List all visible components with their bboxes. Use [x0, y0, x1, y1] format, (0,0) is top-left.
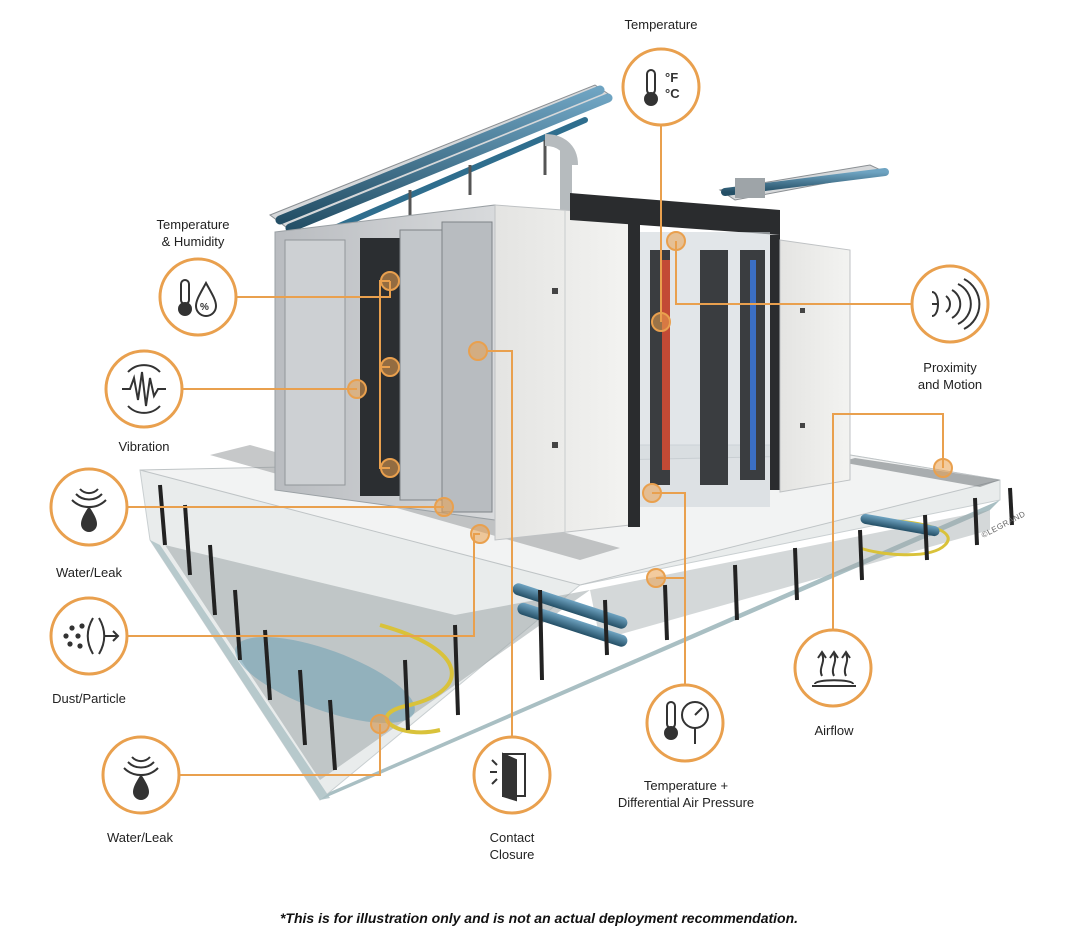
water-drop-icon [71, 488, 107, 532]
label-line: Differential Air Pressure [617, 795, 755, 810]
label-line: & Humidity [161, 234, 225, 249]
svg-text:%: % [200, 302, 209, 313]
overhead-cable-tray [268, 84, 889, 233]
vibration-icon [122, 364, 166, 414]
thermometer-fahrenheit-celsius-icon: °F °C [644, 69, 680, 106]
dust-particle-icon [63, 617, 120, 655]
label-temperature-humidity: Temperature & Humidity [157, 216, 230, 250]
label-water-leak-lower: Water/Leak [107, 830, 173, 845]
proximity-waves-icon [931, 278, 981, 330]
label-temp-diff-pressure: Temperature + Differential Air Pressure [618, 777, 754, 811]
label-line: Temperature [156, 217, 230, 232]
label-contact-closure: Contact Closure [490, 829, 535, 863]
airflow-icon [812, 650, 856, 687]
floor-pedestals [158, 484, 1014, 771]
svg-text:°F: °F [665, 70, 678, 85]
svg-text:°C: °C [665, 86, 680, 101]
door-open-icon [490, 752, 526, 802]
label-airflow: Airflow [814, 723, 854, 738]
thermometer-gauge-icon [664, 701, 709, 744]
label-line: Contact [489, 830, 535, 845]
label-proximity-motion: Proximity and Motion [918, 359, 982, 393]
label-line: Temperature + [643, 778, 729, 793]
label-line: and Motion [917, 377, 983, 392]
label-line: Closure [489, 847, 535, 862]
label-dust-particle: Dust/Particle [52, 691, 126, 706]
label-water-leak-upper: Water/Leak [56, 565, 122, 580]
label-temperature: Temperature [624, 17, 698, 32]
label-line: Proximity [923, 360, 977, 375]
water-drop-icon [123, 756, 159, 800]
label-vibration: Vibration [118, 439, 170, 454]
sensor-markers [347, 231, 953, 734]
disclaimer: *This is for illustration only and is no… [279, 910, 799, 926]
cabinet-row-left [274, 204, 631, 541]
thermometer-humidity-icon: % [178, 279, 218, 317]
cabinet-row-right [570, 193, 851, 527]
